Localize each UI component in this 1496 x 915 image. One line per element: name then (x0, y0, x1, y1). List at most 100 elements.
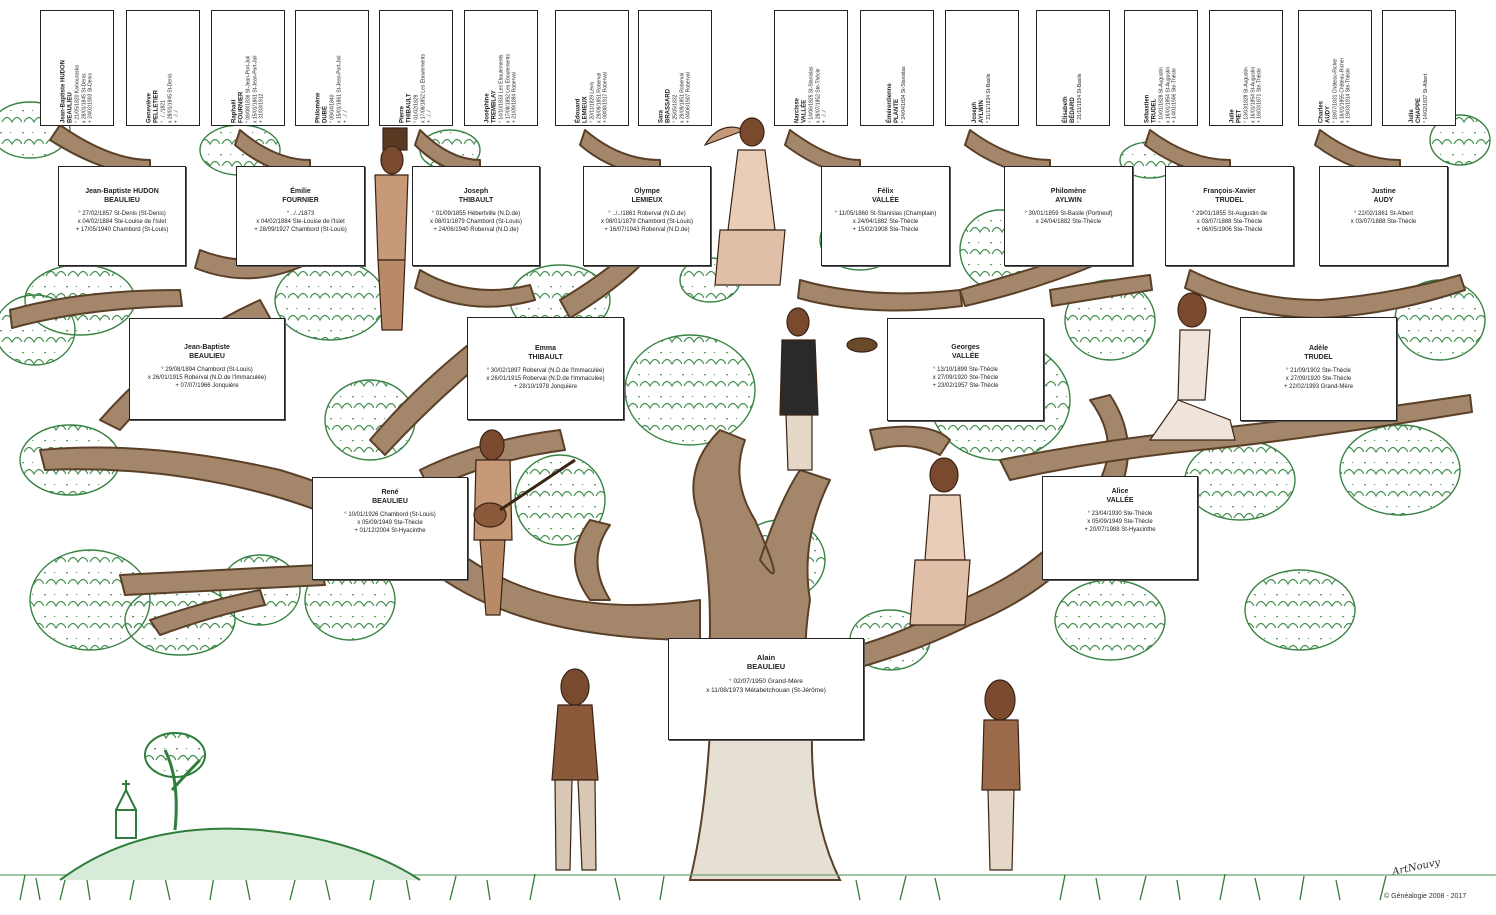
hill-church (59, 732, 421, 881)
grandfather-paternal-card: Jean-Baptiste BEAULIEU ° 29/08/1894 Cham… (129, 318, 285, 420)
great-grandparent-card: Philomène AYLWIN ° 30/01/1859 St-Basile … (1004, 166, 1133, 266)
marriage-event: x 04/02/1884 Ste-Louise de l'Islet (77, 219, 167, 225)
person-surname: AUDY (1325, 105, 1332, 123)
boy-figure (551, 668, 599, 871)
person-name: Émérentienne (886, 83, 893, 123)
grandfather-maternal-card: Georges VALLÉE ° 13/10/1899 Ste-Thècle x… (887, 318, 1044, 421)
great-grandparent-card: Olympe LEMIEUX ° ../../1861 Roberval (N.… (583, 166, 711, 266)
death-event: + 14/01/1906 Ste-Thècle (1171, 68, 1178, 123)
birth-event: ° 02/07/1950 Grand-Mère (729, 678, 803, 685)
death-event: + 21/09/1894 Roberval (511, 72, 518, 123)
marriage-event: x 27/09/1920 Ste-Thècle (932, 375, 999, 381)
person-name: Jean-Baptiste (184, 344, 230, 351)
death-event: + 16/07/1943 Roberval (N.D.de) (604, 227, 690, 233)
birth-event: ° 24/04/1834 St-Stanislas (900, 66, 907, 123)
person-name: Sara (658, 109, 665, 123)
person-surname: TREMBLAY (491, 90, 498, 123)
person-name: Joseph (971, 101, 978, 123)
marriage-event: x 03/07/1888 Ste-Thècle (1350, 219, 1417, 225)
person-surname: CHAPPE (1415, 97, 1422, 123)
great-grandparent-card: Justine AUDY ° 22/02/1861 St-Albert x 03… (1319, 166, 1448, 266)
person-surname: BEAULIEU (104, 197, 140, 204)
death-event: + 20/07/1988 St-Hyacinthe (1084, 527, 1156, 533)
death-event: + 04/06/1907 Roberval (685, 72, 692, 123)
death-event: + 23/02/1957 Ste-Thècle (932, 383, 999, 389)
person-surname: BEAULIEU (67, 92, 74, 123)
birth-event: ° 10/01/1926 Chambord (St-Louis) (344, 512, 436, 518)
death-event: + 19/03/1914 Ste-Thècle (1345, 68, 1352, 123)
person-name: Sébastien (1144, 94, 1151, 123)
person-surname: TRUDEL (1304, 354, 1333, 361)
person-name: Alice (1111, 488, 1129, 495)
death-event: + ../../ (173, 110, 180, 123)
birth-event: ° 27/02/1857 St-Denis (St-Denis) (78, 211, 166, 217)
person-name: Jean-Baptiste HUDON (85, 188, 159, 195)
death-event: + ../../ (342, 110, 349, 123)
person-surname: BRASSARD (665, 88, 672, 123)
birth-event: ° 29/01/1855 St-Augustin de (1191, 211, 1268, 217)
birth-event: ° 21/09/1902 Ste-Thècle (1286, 368, 1351, 374)
person-name: Narcisse (794, 97, 801, 123)
father-card: René BEAULIEU ° 10/01/1926 Chambord (St-… (312, 477, 468, 580)
marriage-event: x 08/01/1879 Chambord (St-Louis) (600, 219, 694, 225)
person-name: Joséphine (484, 93, 491, 123)
people (374, 117, 1236, 871)
person-surname: TRUDEL (1215, 197, 1244, 204)
death-event: + 31/03/1912 (258, 93, 265, 123)
man-tophat-figure (374, 127, 409, 331)
birth-event: ° 21/11/1834 St-Basile (985, 73, 992, 123)
death-event: + 28/10/1978 Jonquière (513, 384, 578, 390)
marriage-event: x 08/01/1879 Chambord (St-Louis) (429, 219, 523, 225)
grandmother-paternal-card: Emma THIBAULT ° 30/02/1897 Roberval (N.D… (467, 317, 624, 420)
birth-event: ° 14/02/1837 St-Albert (1422, 73, 1429, 123)
person-surname: LEMIEUX (582, 96, 589, 123)
sitting-girl-figure (909, 457, 971, 626)
person-surname: BEAULIEU (746, 662, 786, 671)
death-event: + 22/02/1993 Grand-Mère (1283, 384, 1354, 390)
grandmother-maternal-card: Adèle TRUDEL ° 21/09/1902 Ste-Thècle x 2… (1240, 317, 1397, 421)
great-grandparent-card: Joseph THIBAULT ° 01/09/1855 Hébertville… (412, 166, 540, 266)
marriage-event: x 11/08/1973 Métabetchouan (St-Jérôme) (706, 687, 826, 694)
birth-event: ° 01/09/1855 Hébertville (N.D.de) (431, 211, 521, 217)
marriage-event: x 26/01/1915 Roberval (N.D.de l'Immaculé… (147, 375, 267, 381)
person-surname: THIBAULT (458, 197, 494, 204)
death-event: + 28/09/1927 Chambord (St-Louis) (254, 227, 347, 233)
person-name: Pierre (399, 105, 406, 123)
birth-event: ° 30/02/1897 Roberval (N.D.de l'Immaculé… (486, 368, 605, 374)
person-surname: AUDY (1373, 197, 1394, 204)
death-event: + 24/02/1903 St-Denis (87, 73, 94, 123)
person-surname: BEAULIEU (189, 353, 225, 360)
person-name: Jean-Baptiste HUDON (60, 59, 67, 123)
great-grandparent-card: François-Xavier TRUDEL ° 29/01/1855 St-A… (1165, 166, 1294, 266)
birth-event: ° 30/01/1859 St-Basile (Portneuf) (1024, 211, 1113, 217)
birth-event: ° ../../1873 (286, 211, 315, 217)
person-name: Adèle (1308, 345, 1329, 352)
death-event: + 01/12/2004 St-Hyacinthe (354, 528, 426, 534)
death-event: + 06/05/1906 Ste-Thècle (1196, 227, 1263, 233)
person-surname: PLANTE (893, 99, 900, 123)
death-event: + 15/02/1908 Ste-Thècle (852, 227, 919, 233)
death-event: + 07/07/1966 Jonquière (175, 383, 239, 389)
person-name: Olympe (634, 188, 660, 195)
marriage-event: x 24/04/1882 Ste-Thècle (1035, 219, 1102, 225)
person-name: Édouard (575, 98, 582, 123)
death-event: + ../../ (821, 110, 828, 123)
marriage-event: x 27/09/1920 Ste-Thècle (1285, 376, 1352, 382)
person-surname: AYLWIN (978, 100, 985, 123)
